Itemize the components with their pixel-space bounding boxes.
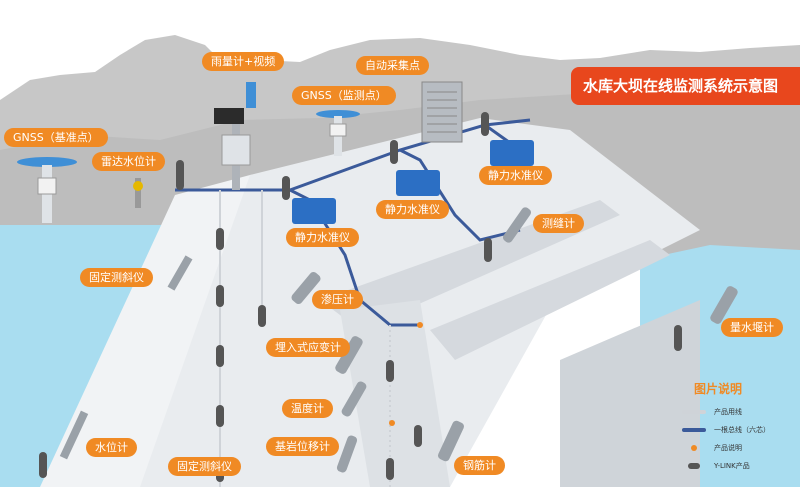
label-gnss-monitor: GNSS（监测点） bbox=[292, 86, 396, 105]
label-rebar-meter: 钢筋计 bbox=[454, 456, 505, 475]
legend: 图片说明 产品用线 一根总线（六芯） 产品说明 Y-LINK产品 bbox=[680, 380, 790, 475]
legend-title: 图片说明 bbox=[694, 382, 743, 396]
sensor-drawings bbox=[59, 207, 738, 473]
label-bedrock-extensometer: 基岩位移计 bbox=[266, 437, 339, 456]
collection-cabinet bbox=[421, 81, 463, 143]
label-static-level-3: 静力水准仪 bbox=[479, 166, 552, 185]
reservoir-water bbox=[0, 225, 170, 487]
label-piezometer: 渗压计 bbox=[312, 290, 363, 309]
label-crack-meter: 测缝计 bbox=[533, 214, 584, 233]
radar-level-gauge bbox=[133, 178, 143, 208]
legend-label: 产品用线 bbox=[714, 408, 742, 416]
label-rain-gauge-video: 雨量计+视频 bbox=[202, 52, 285, 71]
legend-label: 一根总线（六芯） bbox=[714, 426, 770, 434]
gnss-base-station bbox=[17, 157, 77, 223]
legend-item-bus-line: 一根总线（六芯） bbox=[680, 421, 790, 439]
label-static-level-2: 静力水准仪 bbox=[376, 200, 449, 219]
label-static-level-1: 静力水准仪 bbox=[286, 228, 359, 247]
label-weir-meter: 量水堰计 bbox=[721, 318, 783, 337]
label-thermometer: 温度计 bbox=[282, 399, 333, 418]
legend-item-ylink: Y-LINK产品 bbox=[680, 457, 790, 475]
ylink-nodes bbox=[39, 112, 682, 482]
label-fixed-inclinometer-1: 固定测斜仪 bbox=[80, 268, 153, 287]
label-fixed-inclinometer-2: 固定测斜仪 bbox=[168, 457, 241, 476]
product-line-swatch bbox=[682, 410, 706, 414]
legend-item-product-line: 产品用线 bbox=[680, 403, 790, 421]
label-radar-water-level: 雷达水位计 bbox=[92, 152, 165, 171]
rain-gauge-tower bbox=[214, 82, 256, 190]
label-auto-collection-point: 自动采集点 bbox=[356, 56, 429, 75]
orange-dot-icon bbox=[691, 445, 697, 451]
legend-label: 产品说明 bbox=[714, 444, 742, 452]
label-water-level-gauge: 水位计 bbox=[86, 438, 137, 457]
label-embedded-strain-gauge: 埋入式应变计 bbox=[266, 338, 350, 357]
diagram-title: 水库大坝在线监测系统示意图 bbox=[571, 67, 800, 105]
ylink-pill-icon bbox=[688, 463, 700, 469]
bus-line-swatch bbox=[682, 428, 706, 432]
gnss-monitor-station bbox=[316, 110, 360, 156]
static-level-devices bbox=[292, 140, 534, 224]
legend-label: Y-LINK产品 bbox=[714, 462, 750, 470]
legend-item-product-note: 产品说明 bbox=[680, 439, 790, 457]
label-gnss-base: GNSS（基准点） bbox=[4, 128, 108, 147]
